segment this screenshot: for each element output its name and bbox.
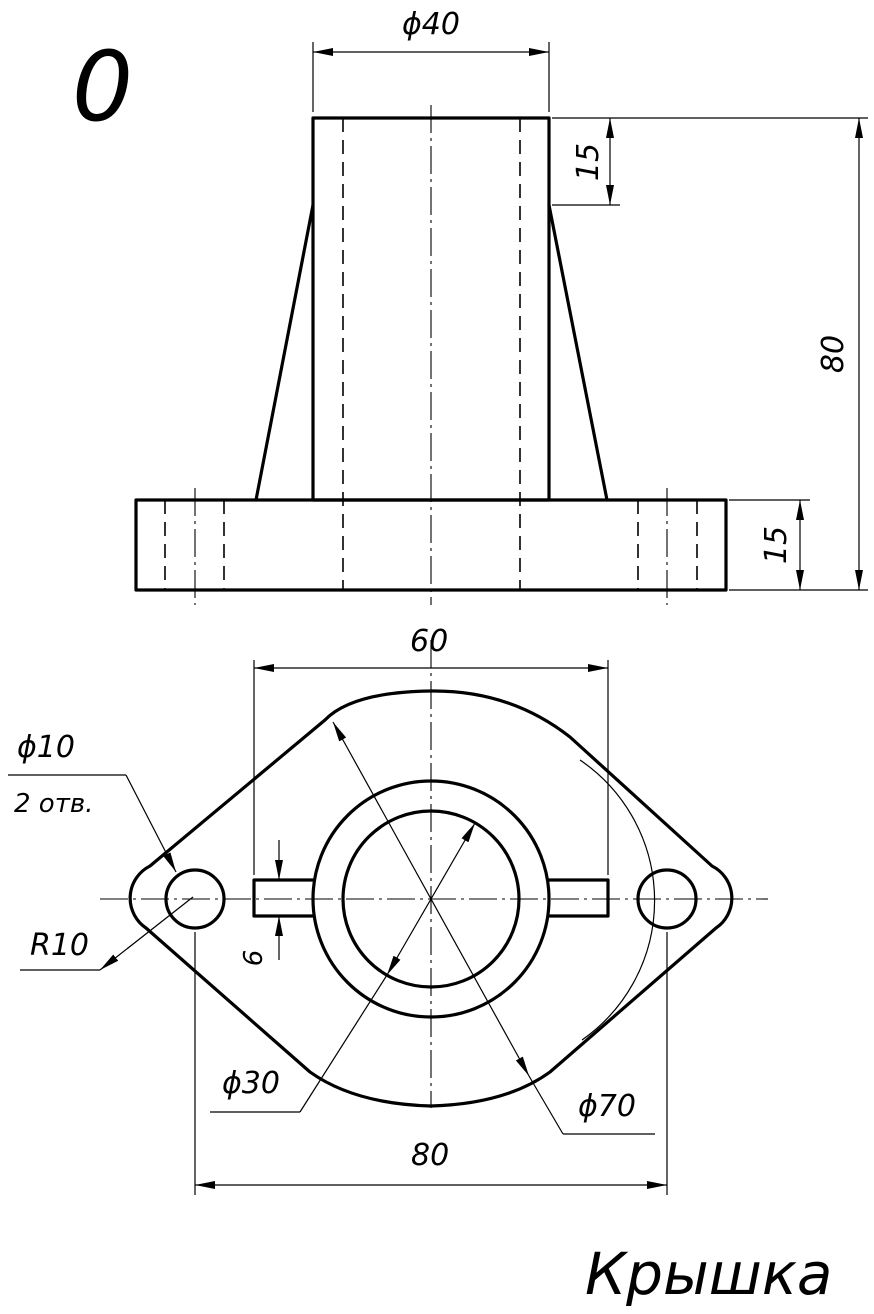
rib-left	[252, 878, 315, 918]
dim-base-height: 15	[759, 526, 794, 564]
dim-slot-width: 6	[239, 950, 269, 967]
top-view: 60 80 ϕ70 ϕ30 ϕ10 2 отв. R10 6	[8, 624, 768, 1195]
dim-top-diameter: ϕ40	[402, 7, 460, 42]
dim-outer-diameter: ϕ70	[578, 1089, 636, 1124]
dim-top-height: 15	[571, 143, 606, 181]
dim-inner-diameter: ϕ30	[222, 1066, 280, 1101]
dim-hole-diameter: ϕ10	[17, 730, 75, 765]
dim-line-radius	[99, 896, 194, 971]
front-view: ϕ40 15 80 15	[134, 7, 868, 605]
left-gusset-line	[254, 203, 315, 502]
part-title: Крышка	[585, 1240, 832, 1308]
dim-hole-spacing: 60	[410, 624, 448, 659]
dim-total-height: 80	[816, 335, 851, 373]
flange-outline	[128, 689, 734, 1108]
dim-line-inner-diameter	[386, 822, 476, 976]
dim-radius: R10	[30, 928, 89, 963]
dim-hole-count: 2 отв.	[14, 789, 93, 819]
dim-line-hole-diameter	[125, 774, 177, 873]
variant-label: 0	[72, 31, 133, 143]
rib-right	[547, 878, 610, 918]
right-gusset-line	[547, 203, 609, 502]
dim-overall-length: 80	[411, 1138, 449, 1173]
